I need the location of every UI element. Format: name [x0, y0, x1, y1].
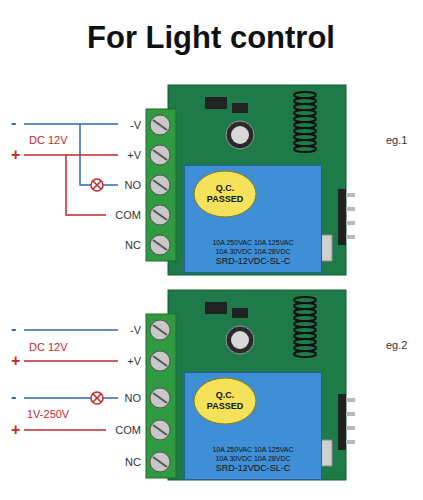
pin-name: NC: [124, 240, 142, 251]
lamp-symbol: [91, 179, 103, 191]
terminal-block: [146, 314, 176, 478]
wire: [24, 154, 118, 156]
chip: [232, 103, 248, 113]
terminal-block: [146, 109, 176, 261]
lamp-symbol: [91, 392, 103, 404]
polarity-sign: -: [10, 115, 17, 131]
terminal-screw: [150, 452, 170, 472]
terminal-screw: [150, 115, 170, 135]
pin-name: NO: [124, 393, 143, 404]
screw-slot: [153, 210, 167, 220]
pin-name: NC: [124, 457, 142, 468]
wire: [103, 397, 118, 399]
example-label: eg.2: [385, 340, 408, 351]
terminal-screw: [150, 388, 170, 408]
relay-rating: SRD-12VDC-SL-C: [216, 256, 291, 267]
wire: [24, 329, 118, 331]
supply-label: DC 12V: [28, 135, 69, 146]
wire: [103, 184, 118, 186]
screw-slot: [153, 457, 167, 467]
terminal-screw: [150, 235, 170, 255]
title: For Light control: [87, 22, 335, 53]
terminal-screw: [150, 175, 170, 195]
screw-slot: [153, 180, 167, 190]
antenna-coil: [294, 351, 316, 357]
relay-rating: SRD-12VDC-SL-C: [216, 463, 291, 474]
polarity-sign: +: [10, 353, 21, 369]
sticker-text: Q.C. PASSED: [203, 390, 247, 412]
relay-rating: 10A 30VDC 10A 28VDC: [215, 248, 290, 256]
relay-rating: 10A 30VDC 10A 28VDC: [215, 455, 290, 463]
screw-slot: [153, 425, 167, 435]
relay-rating: 10A 250VAC 10A 125VAC: [212, 239, 293, 247]
chip: [232, 308, 248, 318]
pin-header: [338, 394, 346, 450]
qc-sticker: Q.C. PASSED: [193, 377, 257, 425]
capacitor: [226, 326, 254, 354]
pin-name: COM: [114, 210, 142, 221]
polarity-sign: -: [10, 389, 17, 405]
screw-slot: [153, 356, 167, 366]
wire: [24, 397, 91, 399]
example-label: eg.1: [385, 135, 408, 146]
wire: [66, 155, 106, 215]
qc-sticker: Q.C. PASSED: [193, 170, 257, 218]
capacitor-top: [231, 126, 249, 144]
pin-name: +V: [126, 150, 142, 161]
antenna-coil: [294, 146, 316, 152]
pin-name: +V: [126, 356, 142, 367]
pcb-board: [168, 290, 346, 480]
chip: [205, 97, 227, 109]
polarity-sign: +: [10, 147, 21, 163]
relay-module: [146, 290, 355, 480]
chip: [205, 302, 227, 314]
terminal-screw: [150, 320, 170, 340]
polarity-sign: +: [10, 422, 21, 438]
screw-slot: [153, 120, 167, 130]
terminal-screw: [150, 205, 170, 225]
pcb-board: [168, 85, 346, 275]
relay-rating: 10A 250VAC 10A 125VAC: [212, 446, 293, 454]
relay-box: 10A 250VAC 10A 125VAC10A 30VDC 10A 28VDC…: [184, 372, 322, 480]
terminal-screw: [150, 145, 170, 165]
screw-slot: [153, 240, 167, 250]
pin-name: COM: [114, 425, 142, 436]
screw-slot: [153, 393, 167, 403]
polarity-sign: -: [10, 321, 17, 337]
terminal-screw: [150, 420, 170, 440]
capacitor: [226, 121, 254, 149]
relay-box: 10A 250VAC 10A 125VAC10A 30VDC 10A 28VDC…: [184, 165, 322, 273]
pin-header: [338, 189, 346, 245]
supply-label: 1V-250V: [26, 409, 70, 420]
pin-name: NO: [124, 180, 143, 191]
wire: [24, 123, 118, 125]
wire: [24, 360, 118, 362]
screw-slot: [153, 150, 167, 160]
supply-label: DC 12V: [28, 342, 69, 353]
relay-module: [146, 85, 355, 275]
pin-name: -V: [129, 120, 142, 131]
sticker-text: Q.C. PASSED: [203, 183, 247, 205]
pin-name: -V: [129, 325, 142, 336]
screw-slot: [153, 325, 167, 335]
wire: [24, 429, 106, 431]
terminal-screw: [150, 351, 170, 371]
capacitor-top: [231, 331, 249, 349]
